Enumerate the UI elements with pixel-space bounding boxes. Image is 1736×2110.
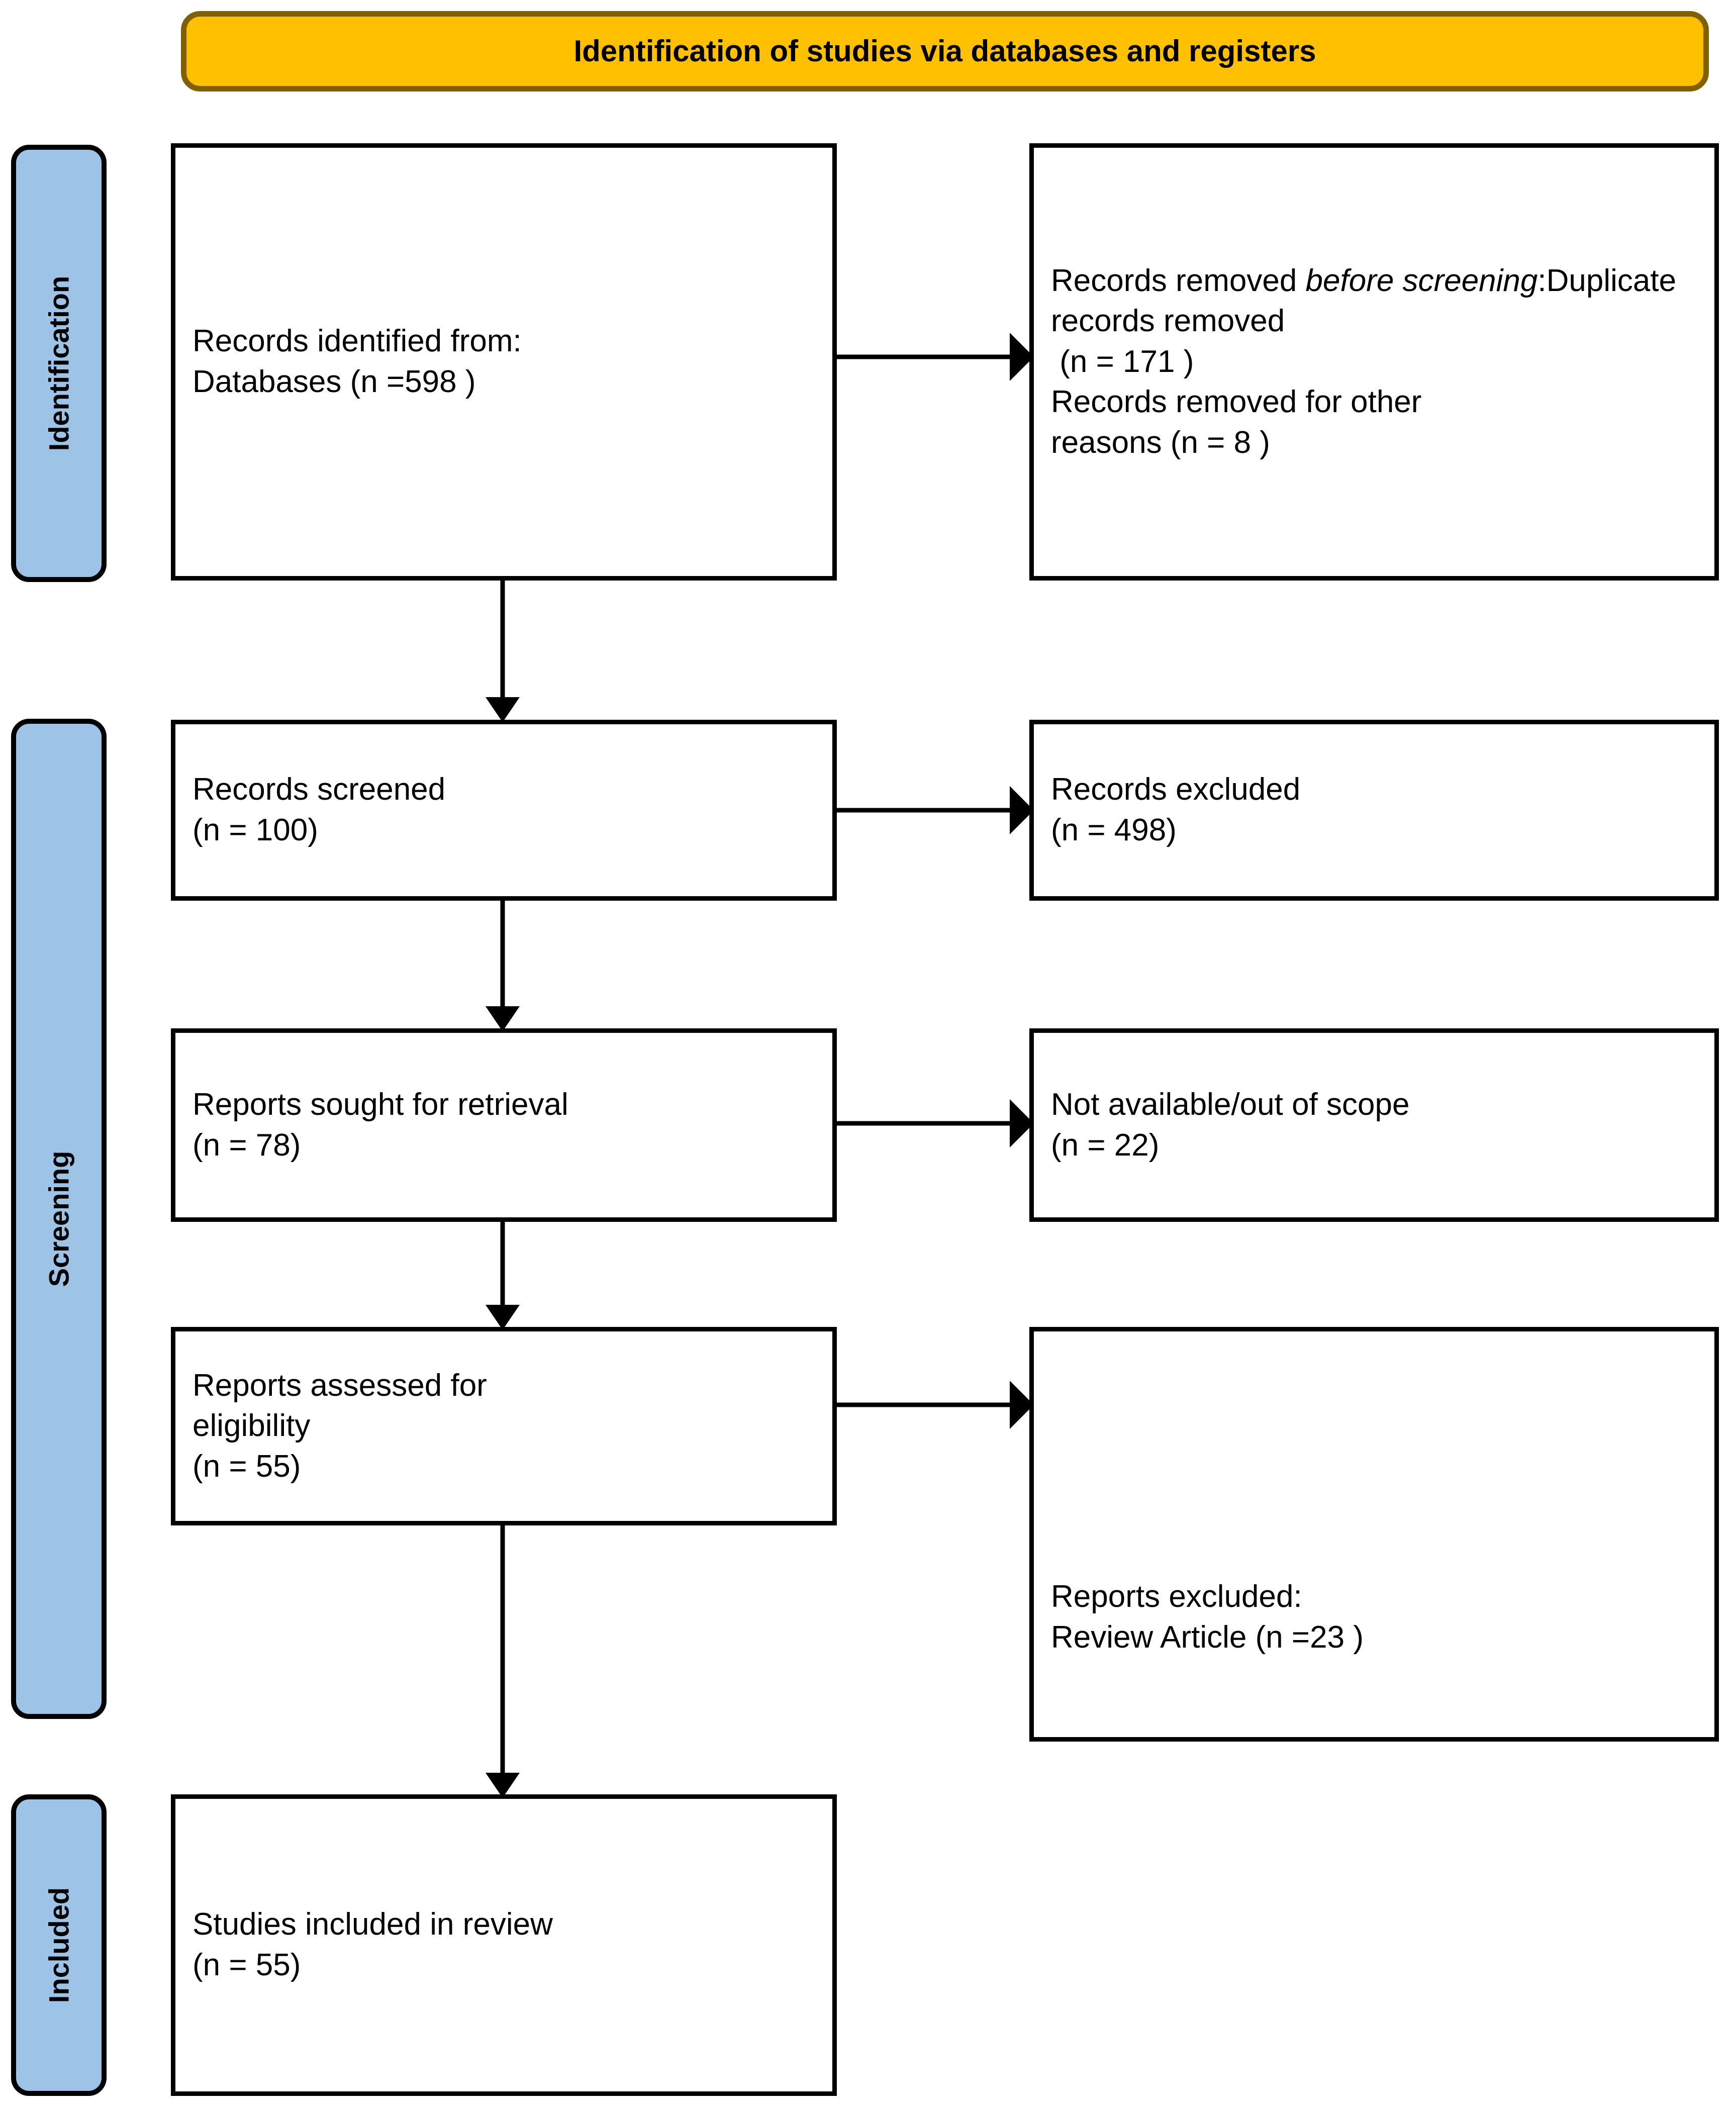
box-reports-excluded: Reports excluded: Review Article (n =23 … <box>1029 1327 1719 1742</box>
stage-label-included: Included <box>11 1794 107 2096</box>
arrow-sought-to-assessed <box>483 1222 523 1330</box>
box-records-removed-text: Records removed before screening:Duplica… <box>1034 261 1714 463</box>
removed-italic: before screening <box>1305 263 1538 298</box>
arrow-head-down-icon <box>486 1773 520 1798</box>
arrow-shaft <box>837 808 1012 813</box>
stage-label-screening: Screening <box>11 719 107 1719</box>
box-not-available-out-of-scope: Not available/out of scope (n = 22) <box>1029 1028 1719 1222</box>
arrow-shaft <box>500 1222 505 1307</box>
arrow-head-right-icon <box>1010 1381 1034 1429</box>
arrow-head-down-icon <box>486 1006 520 1031</box>
box-studies-included-in-review: Studies included in review (n = 55) <box>171 1794 837 2096</box>
arrow-identified-to-removed <box>837 332 1034 382</box>
stage-label-identification: Identification <box>11 145 107 582</box>
box-studies-included-text: Studies included in review (n = 55) <box>192 1907 553 1982</box>
box-records-screened-text: Records screened (n = 100) <box>192 772 446 847</box>
arrow-head-right-icon <box>1010 1099 1034 1147</box>
box-reports-sought-text: Reports sought for retrieval (n = 78) <box>192 1087 568 1163</box>
box-reports-sought-for-retrieval: Reports sought for retrieval (n = 78) <box>171 1028 837 1222</box>
arrow-head-down-icon <box>486 697 520 722</box>
arrow-head-right-icon <box>1010 333 1034 381</box>
arrow-head-down-icon <box>486 1305 520 1330</box>
arrow-identified-to-screened <box>483 581 523 722</box>
removed-lead: Records removed <box>1051 263 1306 298</box>
arrow-assessed-to-included <box>483 1525 523 1798</box>
removed-colon: : <box>1537 263 1547 298</box>
stage-label-screening-text: Screening <box>43 1150 75 1287</box>
box-reports-excluded-text: Reports excluded: Review Article (n =23 … <box>1051 1579 1364 1655</box>
box-records-identified-text: Records identified from: Databases (n =5… <box>192 324 522 399</box>
box-records-identified: Records identified from: Databases (n =5… <box>171 143 837 581</box>
box-not-available-text: Not available/out of scope (n = 22) <box>1051 1087 1410 1163</box>
arrow-sought-to-not-available <box>837 1098 1034 1148</box>
removed-rest: Duplicate records removed (n = 171 ) Rec… <box>1051 263 1677 460</box>
box-reports-assessed-text: Reports assessed for eligibility (n = 55… <box>192 1368 487 1484</box>
arrow-shaft <box>500 581 505 699</box>
arrow-head-right-icon <box>1010 786 1034 834</box>
box-records-screened: Records screened (n = 100) <box>171 720 837 901</box>
arrow-screened-to-excluded <box>837 785 1034 835</box>
arrow-shaft <box>837 354 1012 359</box>
arrow-shaft <box>837 1121 1012 1126</box>
banner-title: Identification of studies via databases … <box>573 34 1316 68</box>
stage-label-included-text: Included <box>43 1887 75 2003</box>
arrow-shaft <box>500 901 505 1008</box>
arrow-assessed-to-reports-excluded <box>837 1380 1034 1430</box>
arrow-shaft <box>837 1402 1012 1407</box>
arrow-shaft <box>500 1525 505 1775</box>
stage-label-identification-text: Identification <box>43 275 75 451</box>
box-records-removed-before-screening: Records removed before screening:Duplica… <box>1029 143 1719 581</box>
diagram-header-banner: Identification of studies via databases … <box>181 11 1709 91</box>
box-records-excluded-text: Records excluded (n = 498) <box>1051 772 1301 847</box>
box-reports-assessed-for-eligibility: Reports assessed for eligibility (n = 55… <box>171 1327 837 1525</box>
arrow-screened-to-sought <box>483 901 523 1031</box>
box-records-excluded: Records excluded (n = 498) <box>1029 720 1719 901</box>
